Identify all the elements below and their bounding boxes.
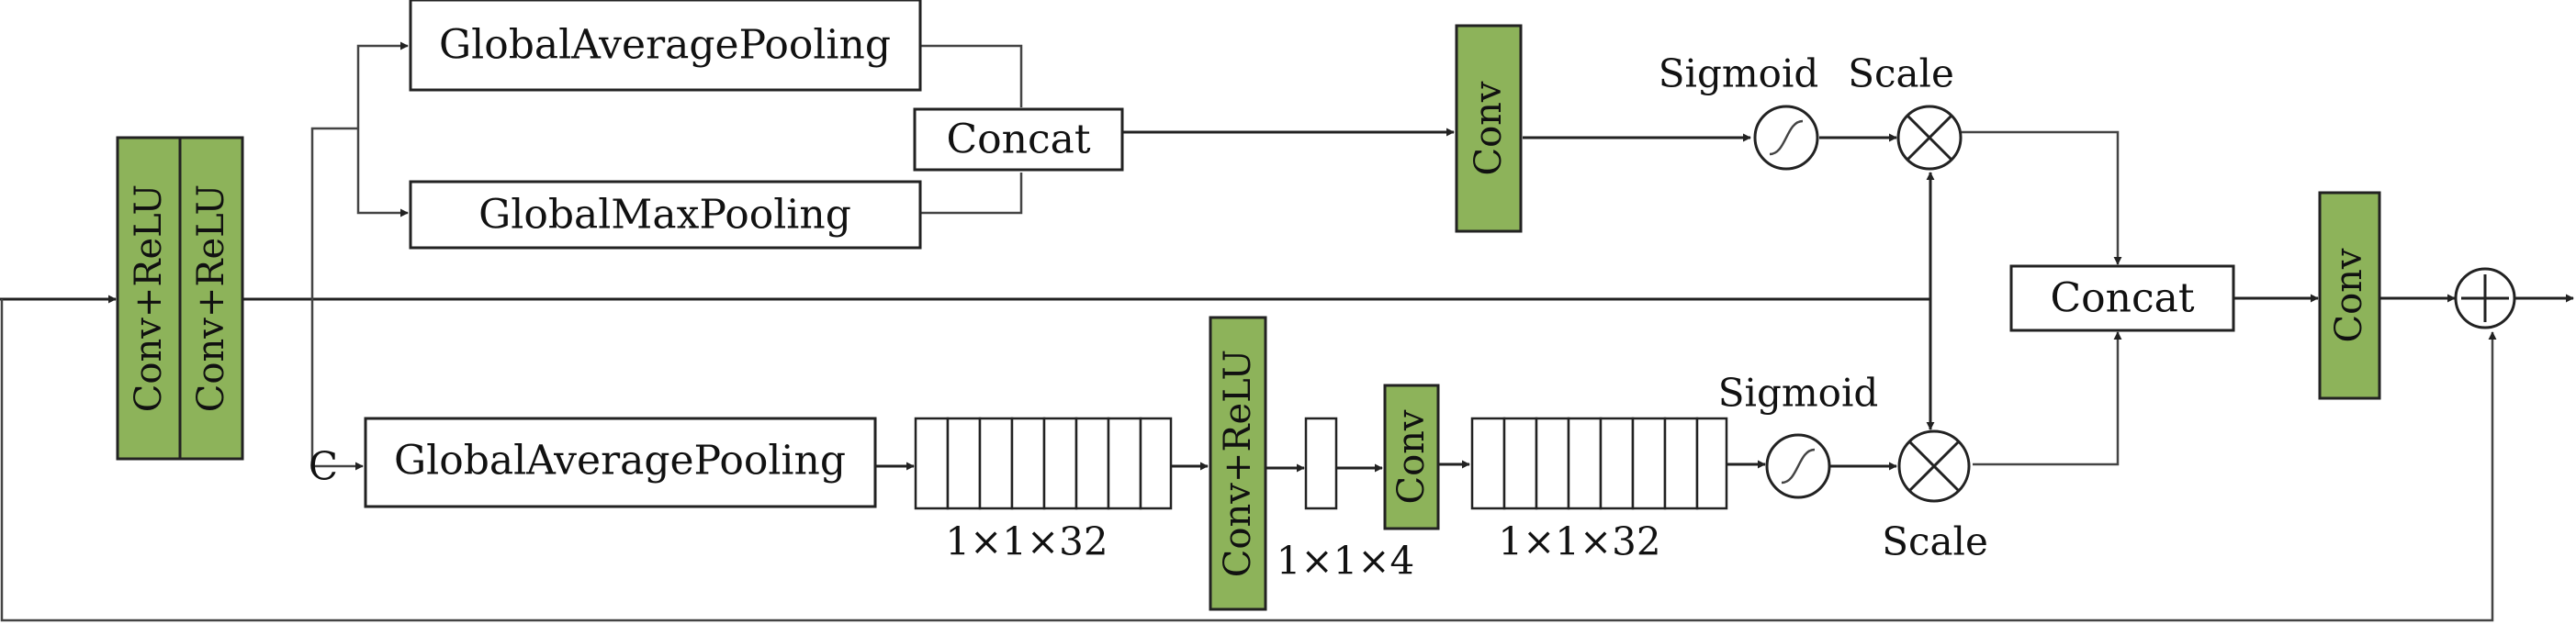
conv-relu-stack: Conv+ReLU Conv+ReLU: [116, 136, 244, 461]
global-average-pooling-top: [409, 0, 922, 92]
global-max-pooling-top: [409, 180, 922, 250]
conv-mid: [1383, 384, 1440, 530]
scale-top-to-concat: [1962, 130, 2122, 265]
concat-right-label: Concat: [2050, 275, 2194, 322]
conv-relu-block-1-label: Conv+ReLU: [128, 184, 170, 412]
to-gap-bottom: [310, 299, 364, 471]
conv-right: [2318, 191, 2381, 400]
global-average-pooling-top-label: GlobalAveragePooling: [439, 22, 891, 69]
conv-mid-label: Conv: [1390, 409, 1433, 504]
sigmoid-top-label: Sigmoid: [1659, 51, 1819, 96]
top-branch: GlobalAveragePooling GlobalMaxPooling Co…: [409, 0, 1963, 250]
splitter-line: [310, 127, 358, 299]
gmp-top-to-concat: [920, 173, 1023, 215]
conv-top: [1455, 24, 1523, 233]
to-gap-top: [356, 41, 409, 128]
feature-vector-32-a: [914, 417, 1173, 510]
concat-top: [913, 107, 1124, 172]
multiply-top-icon: [1896, 105, 1963, 171]
bottom-branch: C GlobalAveragePooling 1×1×32 Conv+ReLU …: [309, 316, 1988, 611]
conv-top-label: Conv: [1468, 81, 1510, 175]
connection-lines: [0, 41, 2574, 622]
feature-vector-32-b: [1470, 417, 1728, 510]
feature-vector-4: [1304, 417, 1338, 510]
skip-connection: [0, 299, 2497, 622]
scale-top-label: Scale: [1848, 51, 1954, 96]
scale-bottom-label: Scale: [1882, 519, 1988, 564]
conv-relu-mid-label: Conv+ReLU: [1217, 350, 1259, 577]
global-average-pooling-bottom: [364, 417, 877, 508]
concat-right: [2009, 264, 2235, 332]
sigmoid-bottom-label: Sigmoid: [1718, 371, 1879, 416]
sigmoid-bottom-icon: [1765, 433, 1831, 499]
global-max-pooling-top-label: GlobalMaxPooling: [478, 192, 851, 239]
feature-vector-32-a-label: 1×1×32: [945, 519, 1108, 564]
concat-top-label: Concat: [946, 117, 1090, 163]
merge-section: Concat Conv: [2009, 191, 2516, 400]
conv-relu-block-2-label: Conv+ReLU: [190, 184, 232, 412]
channel-label: C: [309, 444, 338, 489]
conv-relu-mid: [1209, 316, 1267, 611]
scale-bottom-to-concat: [1973, 331, 2122, 466]
conv-relu-block-2: [178, 136, 244, 461]
feature-vector-4-label: 1×1×4: [1277, 539, 1415, 584]
add-icon: [2454, 267, 2516, 329]
to-gmp-top: [356, 128, 409, 217]
global-average-pooling-bottom-label: GlobalAveragePooling: [394, 438, 846, 485]
conv-right-label: Conv: [2328, 248, 2370, 342]
gap-top-to-concat: [920, 44, 1023, 107]
sigmoid-top-icon: [1753, 105, 1819, 171]
feature-vector-32-b-label: 1×1×32: [1498, 519, 1660, 564]
multiply-bottom-icon: [1897, 429, 1971, 503]
